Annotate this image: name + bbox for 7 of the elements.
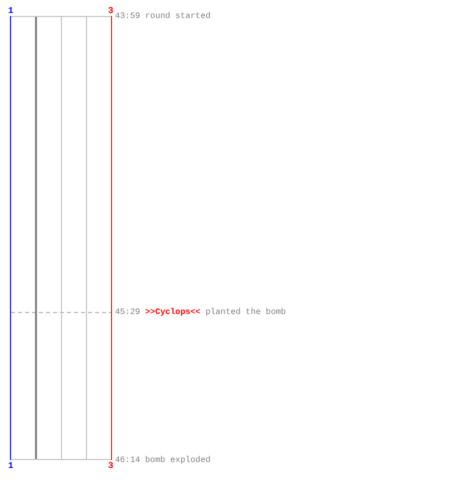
number-label: 3	[108, 7, 114, 15]
event-label: 45:29 >>Cyclops<< planted the bomb	[115, 307, 286, 317]
number-label: 1	[8, 7, 14, 15]
event-label: 46:14 bomb exploded	[115, 455, 210, 465]
event-label: 43:59 round started	[115, 11, 210, 21]
number-label: 1	[8, 462, 14, 470]
number-label: 3	[108, 462, 114, 470]
